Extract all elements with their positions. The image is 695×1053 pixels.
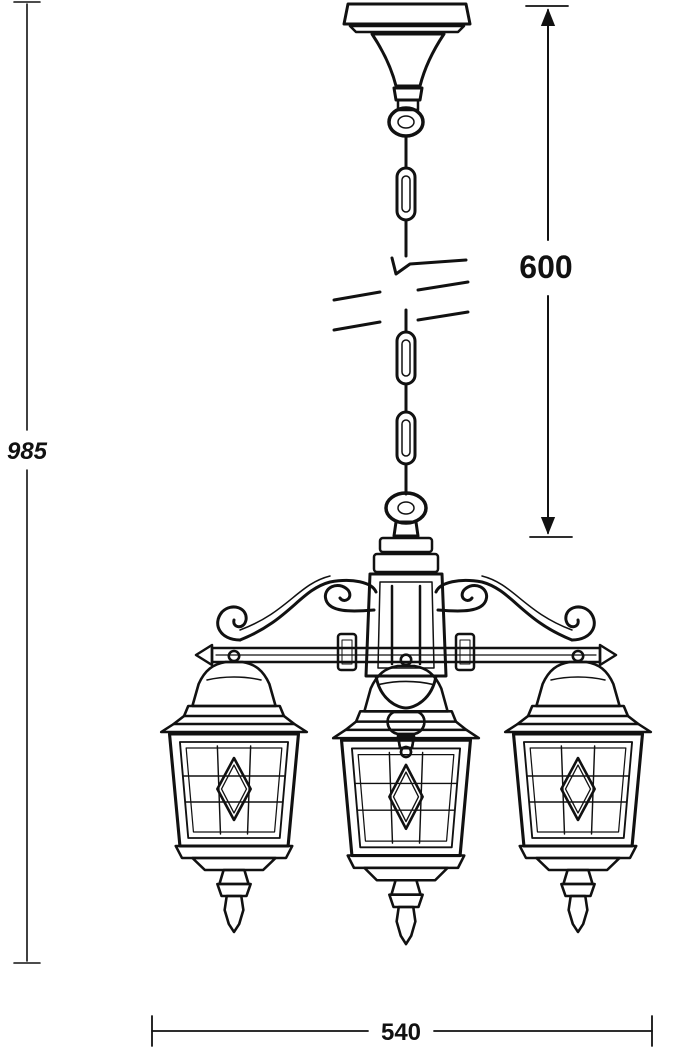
lantern-left xyxy=(159,649,309,934)
lantern-right xyxy=(503,649,653,934)
width-label: 540 xyxy=(381,1019,421,1046)
ceiling-canopy xyxy=(342,2,472,112)
width-dimension: 540 xyxy=(151,1015,653,1047)
lantern-center xyxy=(331,653,481,946)
central-ornament xyxy=(386,710,426,759)
total-height-label: 985 xyxy=(7,438,48,465)
chain-length-dimension: 600 xyxy=(519,5,573,538)
total-height-dimension: 985 xyxy=(7,1,48,964)
chain xyxy=(332,106,470,525)
chandelier-arms xyxy=(194,575,618,672)
chain-length-label: 600 xyxy=(519,249,572,285)
